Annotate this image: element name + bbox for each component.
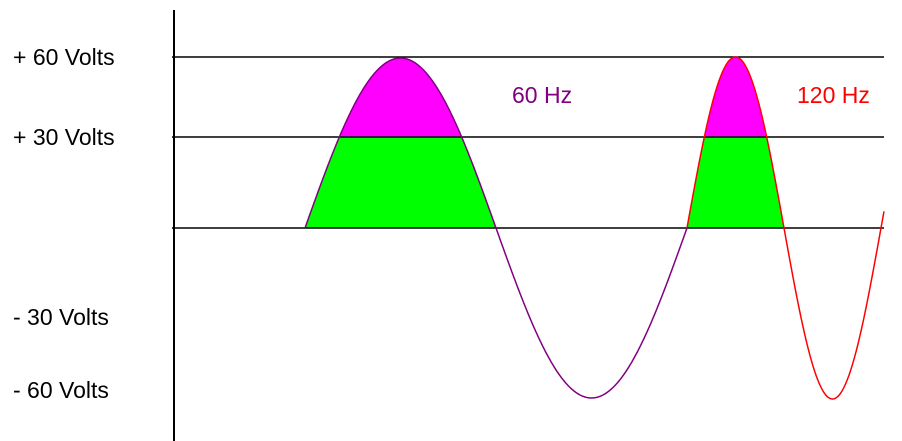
waveform-120hz bbox=[686, 56, 885, 400]
y-label-plus-30-volts: + 30 Volts bbox=[13, 124, 115, 150]
fill-120hz-below-30-volts bbox=[687, 137, 784, 228]
label-120hz: 120 Hz bbox=[797, 82, 870, 108]
fill-120hz-above-30-volts bbox=[705, 57, 766, 137]
y-label-minus-60-volts: - 60 Volts bbox=[13, 377, 109, 403]
y-label-plus-60-volts: + 60 Volts bbox=[13, 44, 115, 70]
label-60hz: 60 Hz bbox=[512, 82, 572, 108]
fill-60hz-below-30-volts bbox=[305, 137, 496, 228]
fill-60hz-above-30-volts bbox=[340, 58, 461, 137]
waveform-60hz bbox=[304, 57, 688, 399]
y-label-minus-30-volts: - 30 Volts bbox=[13, 304, 109, 330]
